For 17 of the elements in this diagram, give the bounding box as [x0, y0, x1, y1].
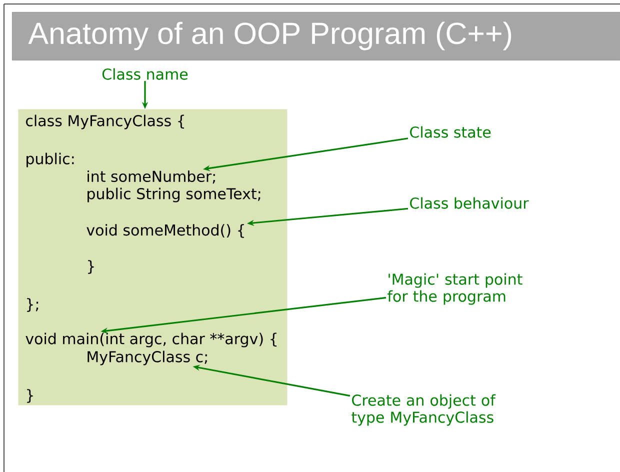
code-line: int someNumber;: [88, 170, 215, 184]
annotation-text: Class name: [102, 68, 188, 80]
code-panel: [18, 109, 288, 406]
code-line: };: [27, 298, 38, 312]
code-line: class MyFancyClass {: [26, 114, 184, 130]
code-line: }: [88, 260, 94, 274]
code-line: }: [27, 389, 33, 403]
code-line: MyFancyClass c;: [88, 350, 207, 366]
code-line: void someMethod() {: [86, 224, 244, 238]
annotation-text: Class state: [410, 126, 491, 138]
annotation-text: Class behaviour: [410, 197, 529, 209]
code-line: public String someText;: [88, 188, 260, 202]
title-bar: Anatomy of an OOP Program (C++): [12, 12, 620, 60]
annotation-text: 'Magic' start point for the program: [388, 273, 522, 305]
code-line: public:: [26, 152, 74, 168]
annotation-text: Create an object of type MyFancyClass: [352, 394, 496, 426]
code-line: void main(int argc, char **argv) {: [26, 332, 276, 348]
